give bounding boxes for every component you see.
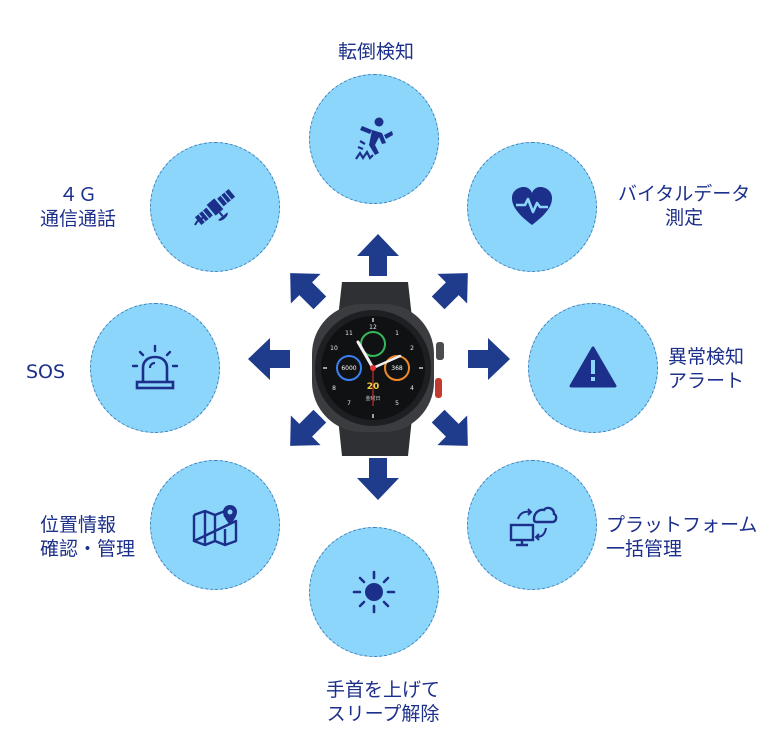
- feature-circle-sos: [90, 303, 220, 433]
- feature-circle-wake: [309, 527, 439, 657]
- watch-numeral-12: 12: [369, 324, 377, 331]
- label-location-line-1: 位置情報: [40, 514, 117, 536]
- arrow-left-shape: [248, 338, 290, 380]
- watch-numeral-5: 5: [395, 400, 399, 407]
- arrow-up-left-shape: [290, 273, 327, 310]
- label-platform-line-2: 一括管理: [606, 538, 683, 560]
- arrow-down: [355, 456, 401, 502]
- arrow-left: [246, 336, 292, 382]
- arrow-down-left-shape: [290, 409, 327, 446]
- watch-heart-rate: 368: [391, 365, 403, 372]
- arrow-up-left: [272, 255, 337, 320]
- map-pin-icon: [192, 505, 238, 547]
- arrow-down-right: [420, 398, 485, 463]
- label-wake: 手首を上げて スリープ解除: [326, 678, 440, 726]
- label-alert: 異常検知 アラート: [668, 345, 744, 393]
- label-fall: 転倒検知: [338, 40, 414, 64]
- satellite-icon: [194, 189, 236, 226]
- watch-numeral-2: 2: [410, 345, 414, 352]
- feature-circle-vital: [467, 142, 597, 272]
- label-wake-line-2: スリープ解除: [326, 703, 440, 725]
- arrow-up-right: [420, 255, 485, 320]
- arrow-down-shape: [357, 458, 399, 500]
- siren-icon: [131, 344, 179, 390]
- arrow-right: [466, 336, 512, 382]
- feature-circle-location: [150, 460, 280, 590]
- watch-numeral-1: 1: [395, 330, 399, 337]
- label-alert-line-1: 異常検知: [668, 346, 745, 368]
- label-wake-line-1: 手首を上げて: [326, 679, 441, 701]
- watch-numeral-10: 10: [330, 345, 338, 352]
- feature-circle-fall: [309, 74, 439, 204]
- arrow-down-right-shape: [431, 409, 468, 446]
- label-location-line-2: 確認・管理: [40, 538, 136, 560]
- arrow-right-shape: [468, 338, 510, 380]
- arrow-up: [355, 232, 401, 278]
- arrow-up-shape: [357, 234, 399, 276]
- label-comm-line-1: ４Ｇ: [59, 184, 98, 206]
- heart-pulse-icon: [512, 187, 552, 225]
- feature-circle-alert: [528, 303, 658, 433]
- label-platform-line-1: プラットフォーム: [606, 514, 758, 536]
- label-platform: プラットフォーム 一括管理: [606, 513, 757, 561]
- feature-circle-platform: [467, 460, 597, 590]
- label-location: 位置情報 確認・管理: [40, 513, 135, 561]
- smartwatch: 12 1 2 4 5 7 8 10 11 6000 368 20 金曜日: [312, 282, 444, 456]
- watch-tick-marks: [323, 318, 423, 418]
- arrow-down-left: [272, 398, 337, 463]
- arrow-up-right-shape: [431, 273, 468, 310]
- label-comm: ４Ｇ 通信通話: [40, 183, 116, 231]
- watch-numeral-7: 7: [347, 400, 351, 407]
- feature-circle-comm: [150, 142, 280, 272]
- label-sos: SOS: [26, 360, 65, 384]
- label-vital-line-2: 測定: [665, 207, 704, 229]
- watch-numeral-11: 11: [345, 330, 353, 337]
- label-fall-line-1: 転倒検知: [338, 41, 415, 63]
- watch-numeral-8: 8: [332, 385, 336, 392]
- falling-person-icon: [355, 117, 393, 161]
- cloud-monitor-icon: [509, 506, 558, 547]
- label-vital: バイタルデータ 測定: [618, 182, 750, 230]
- label-vital-line-1: バイタルデータ: [618, 183, 751, 205]
- watch-numeral-4: 4: [410, 385, 414, 392]
- warning-triangle-icon: [569, 346, 617, 388]
- label-comm-line-2: 通信通話: [40, 208, 117, 230]
- sun-icon: [352, 570, 396, 614]
- label-alert-line-2: アラート: [668, 370, 745, 392]
- watch-steps: 6000: [341, 365, 356, 372]
- label-sos-line-1: SOS: [26, 361, 66, 383]
